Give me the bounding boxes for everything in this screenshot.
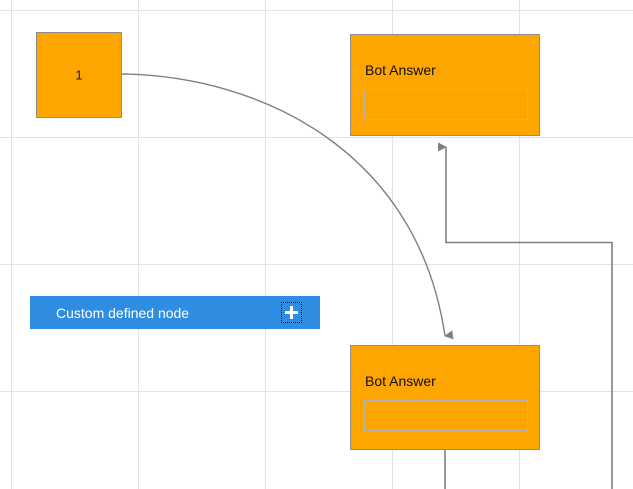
node-custom-defined[interactable]: Custom defined node xyxy=(30,296,320,329)
node-bot-answer-top-content-slot[interactable] xyxy=(364,89,528,120)
node-square-1-label: 1 xyxy=(75,67,83,83)
node-bot-answer-top[interactable]: Bot Answer xyxy=(350,34,540,136)
node-bot-answer-bottom[interactable]: Bot Answer xyxy=(350,345,540,450)
connector-node1-to-bot-answer-bottom[interactable] xyxy=(121,73,454,340)
add-node-button[interactable] xyxy=(281,302,302,323)
connector-loopback-to-bot-answer-top[interactable] xyxy=(438,142,613,489)
node-bot-answer-bottom-content-slot[interactable] xyxy=(364,400,528,431)
node-bot-answer-top-title: Bot Answer xyxy=(365,62,436,78)
plus-icon xyxy=(285,306,298,319)
node-custom-defined-label: Custom defined node xyxy=(56,304,190,321)
node-bot-answer-bottom-title: Bot Answer xyxy=(365,373,436,389)
node-square-1[interactable]: 1 xyxy=(36,32,122,118)
